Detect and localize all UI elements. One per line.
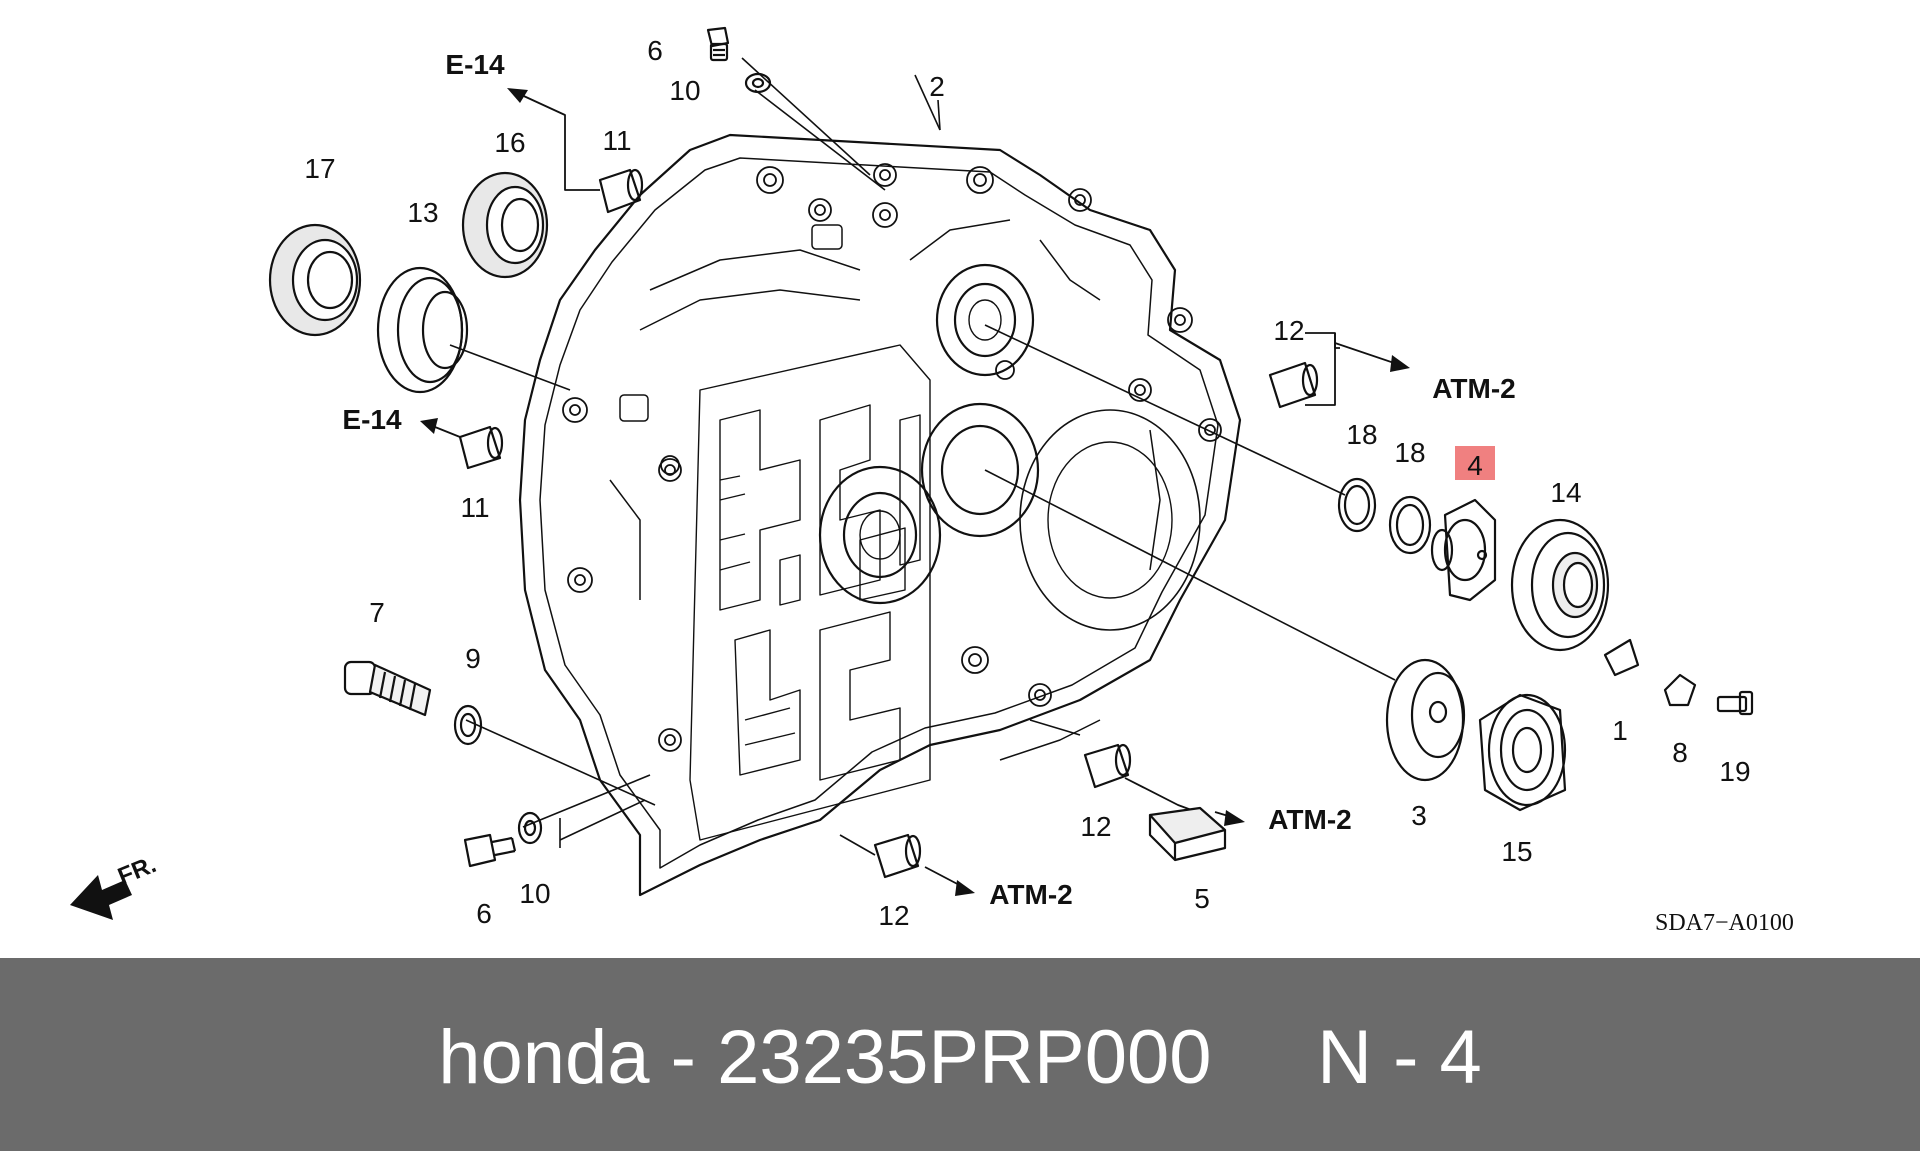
front-label: FR. xyxy=(114,851,160,891)
callout-4: 4 xyxy=(1467,450,1483,481)
part-4-retaining-plate xyxy=(1430,498,1497,602)
part-14-bearing xyxy=(1510,518,1610,652)
callout-12-bottom: 12 xyxy=(878,900,909,931)
callout-10-bottom: 10 xyxy=(519,878,550,909)
exploded-view-drawing: 1 2 3 4 5 6 6 7 8 9 10 10 11 11 12 12 12… xyxy=(70,26,1794,936)
ref-atm2-right: ATM-2 xyxy=(1432,373,1515,404)
callout-11-top: 11 xyxy=(602,125,631,156)
leader-lines xyxy=(449,57,1396,856)
part-7-sensor-plug xyxy=(343,660,432,717)
part-5-strainer xyxy=(1148,806,1227,862)
part-11-dowel-left xyxy=(458,425,504,470)
part-18-o-ring-b xyxy=(1388,495,1432,555)
part-12-dowel-right xyxy=(1268,361,1319,409)
callout-3: 3 xyxy=(1411,800,1427,831)
callout-14: 14 xyxy=(1550,477,1581,508)
callout-13: 13 xyxy=(407,197,438,228)
part-12-dowel-mid xyxy=(1083,743,1132,789)
callout-12-mid: 12 xyxy=(1080,811,1111,842)
brand-name: honda xyxy=(438,1015,650,1100)
callout-17: 17 xyxy=(304,153,335,184)
spacer xyxy=(1212,1015,1318,1100)
drawing-code: SDA7−A0100 xyxy=(1655,910,1794,936)
part-19-bolt xyxy=(1716,690,1754,716)
part-number: 23235PRP000 xyxy=(717,1015,1212,1100)
part-17-oil-seal xyxy=(268,223,362,337)
callout-12-right: 12 xyxy=(1273,315,1304,346)
callout-7: 7 xyxy=(369,597,385,628)
separator: - xyxy=(649,1015,718,1100)
callout-16: 16 xyxy=(494,127,525,158)
ref-e14-left: E-14 xyxy=(342,404,402,435)
position-label: N - 4 xyxy=(1317,1015,1482,1100)
part-18-o-ring-a xyxy=(1337,477,1377,533)
ref-atm2-mid: ATM-2 xyxy=(1268,804,1351,835)
part-16-oil-seal xyxy=(461,171,549,279)
callout-6-top: 6 xyxy=(647,35,663,66)
callout-9: 9 xyxy=(465,643,481,674)
part-8-lock-washer xyxy=(1663,673,1697,707)
part-15-roller-bearing xyxy=(1478,693,1567,812)
transmission-housing xyxy=(518,133,1242,897)
part-10-washer-top xyxy=(744,72,772,94)
part-11-dowel-top xyxy=(598,168,644,214)
ref-e14-top: E-14 xyxy=(445,49,505,80)
callout-10-top: 10 xyxy=(669,75,700,106)
callout-2: 2 xyxy=(929,71,945,102)
callout-15: 15 xyxy=(1501,836,1532,867)
part-1-lock-tab xyxy=(1603,638,1640,677)
footer-caption: honda - 23235PRP000 N - 4 xyxy=(0,1014,1920,1101)
callout-labels: 1 2 3 4 5 6 6 7 8 9 10 10 11 11 12 12 12… xyxy=(304,35,1750,931)
part-9-washer xyxy=(453,704,483,746)
callout-6-bottom: 6 xyxy=(476,898,492,929)
ref-atm2-bottom: ATM-2 xyxy=(989,879,1072,910)
callout-18-a: 18 xyxy=(1346,419,1377,450)
part-6-bolt-top xyxy=(706,26,730,62)
part-12-dowel-bottom xyxy=(873,833,922,879)
reference-labels: E-14 E-14 ATM-2 ATM-2 ATM-2 xyxy=(342,49,1515,910)
parts-diagram: 1 2 3 4 5 6 6 7 8 9 10 10 11 11 12 12 12… xyxy=(70,26,1794,936)
highlight-box xyxy=(1455,446,1495,480)
footer-bar: honda - 23235PRP000 N - 4 xyxy=(0,958,1920,1151)
part-10-washer-bottom xyxy=(517,811,543,845)
callout-19: 19 xyxy=(1719,756,1750,787)
callout-18-b: 18 xyxy=(1394,437,1425,468)
front-arrow-icon xyxy=(70,875,132,920)
callout-1: 1 xyxy=(1612,715,1628,746)
callout-8: 8 xyxy=(1672,737,1688,768)
part-3-plate xyxy=(1385,658,1466,782)
callout-5: 5 xyxy=(1194,883,1210,914)
callout-11-left: 11 xyxy=(460,492,489,523)
part-6-bolt-bottom xyxy=(463,833,517,868)
part-13-bearing xyxy=(376,266,469,394)
